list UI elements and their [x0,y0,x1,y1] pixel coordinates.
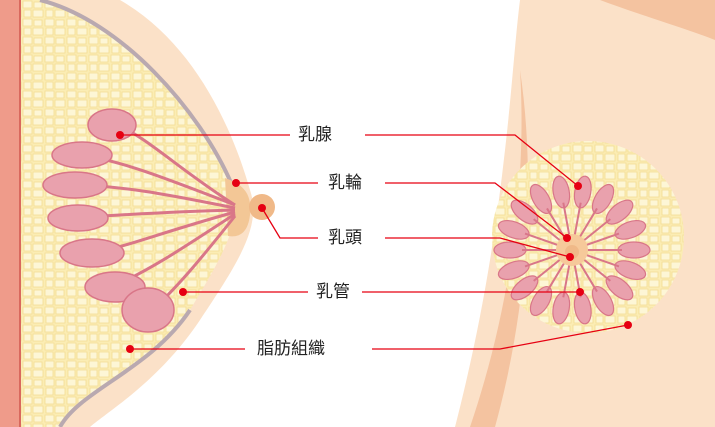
chest-wall [0,0,20,427]
leader-lines [120,134,629,350]
label-fat-tissue: 脂肪組織 [257,339,325,359]
lobule [617,241,651,259]
mammary-gland-lobules-side [42,108,175,333]
label-areola: 乳輪 [328,173,362,193]
label-mammary-gland: 乳腺 [298,125,332,145]
label-nipple: 乳頭 [328,228,362,248]
leader-dots [116,131,632,353]
side-view-breast [0,0,275,427]
label-milk-duct: 乳管 [316,282,350,302]
front-view-breast [455,0,715,427]
fat-tissue-side [0,0,236,427]
